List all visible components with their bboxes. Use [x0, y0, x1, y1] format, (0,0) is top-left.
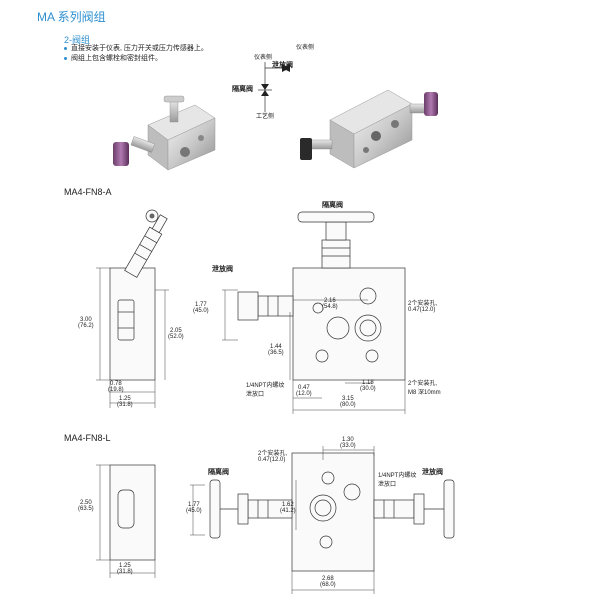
dim-label: 2.16(54.8)	[322, 298, 338, 310]
note-mount-holes: 2个安装孔,0.47(12.0)	[408, 298, 437, 313]
dim-value-mm: (19.8)	[108, 387, 124, 393]
dim-value: 1.44	[270, 344, 282, 350]
dim-label: 2.50(63.5)	[78, 500, 94, 512]
schematic-instrument-side-label: 仪表侧	[296, 45, 315, 51]
drawing-a-front-view	[222, 211, 406, 414]
dim-label: 1.77(45.0)	[186, 502, 202, 514]
dim-value-mm: (12.0)	[296, 391, 312, 397]
drawing-l-side-view	[96, 464, 156, 578]
note-line: 泄放口	[246, 392, 265, 398]
dim-value-mm: (52.0)	[168, 334, 184, 340]
model-label-a: MA4-FN8-A	[64, 187, 112, 197]
dim-value: 1.62	[282, 502, 294, 508]
feature-item: 阀组上包含螺栓和密封组件。	[64, 54, 208, 64]
dim-value-mm: (36.5)	[268, 350, 284, 356]
dim-value-mm: (45.0)	[186, 508, 202, 514]
dim-label: 3.00(76.2)	[78, 317, 94, 329]
note-line: 2个安装孔,	[408, 381, 438, 387]
note-line: 2个安装孔,	[258, 451, 288, 457]
dim-label: 1.44(36.5)	[268, 344, 284, 356]
dim-value-mm: (76.2)	[78, 323, 94, 329]
drawing-l-isolation-valve-label: 隔离阀	[208, 469, 229, 476]
note-line: 2个安装孔,	[408, 301, 438, 307]
dim-value-mm: (31.8)	[117, 402, 133, 408]
dim-label: 1.30(33.0)	[340, 437, 356, 449]
drawing-l-vent-valve-label: 泄放阀	[422, 469, 443, 476]
section-subtitle: 2-阀组	[64, 35, 91, 45]
dim-value-mm: (80.0)	[340, 402, 356, 408]
dim-value: 2.16	[324, 298, 336, 304]
dim-value: 2.50	[80, 500, 92, 506]
dim-value-mm: (68.0)	[320, 582, 336, 588]
dim-value-mm: (33.0)	[340, 443, 356, 449]
dim-label: 0.78(19.8)	[108, 381, 124, 393]
drawing-a-isolation-valve-label: 隔离阀	[322, 202, 343, 209]
dim-value: 1.25	[119, 563, 131, 569]
dim-label: 2.05(52.0)	[168, 328, 184, 340]
dim-label: 1.25(31.8)	[117, 563, 133, 575]
dim-value: 3.00	[80, 317, 92, 323]
feature-item: 直接安装于仪表, 压力开关或压力传感器上。	[64, 44, 208, 54]
model-label-l: MA4-FN8-L	[64, 433, 111, 443]
dim-label: 0.47(12.0)	[296, 385, 312, 397]
schematic-process-side-label: 工艺侧	[256, 114, 275, 120]
drawing-a-side-view	[96, 209, 169, 408]
dim-value: 1.18	[362, 380, 374, 386]
dim-label: 3.15(80.0)	[340, 396, 356, 408]
note-mount-holes-m8: 2个安装孔, M8 深10mm	[408, 378, 441, 396]
note-line: 1/4NPT内螺纹	[378, 473, 417, 479]
dim-value-mm: (41.2)	[280, 508, 296, 514]
schematic-vent-valve-label: 泄放阀	[272, 62, 293, 69]
dim-value-mm: (31.8)	[117, 569, 133, 575]
dim-value: 0.47	[298, 385, 310, 391]
page-title: MA 系列阀组	[37, 10, 106, 24]
dim-value: 1.25	[119, 396, 131, 402]
note-mount-holes: 2个安装孔,0.47(12.0)	[258, 448, 287, 463]
dim-value: 0.78	[110, 381, 122, 387]
dim-value: 1.77	[188, 502, 200, 508]
dim-value: 1.30	[342, 437, 354, 443]
dim-label: 1.62(41.2)	[280, 502, 296, 514]
drawing-l-front-view	[190, 446, 455, 594]
dim-value: 2.68	[322, 576, 334, 582]
dim-value-mm: (63.5)	[78, 506, 94, 512]
note-npt: 1/4NPT内螺纹泄放口	[378, 470, 416, 488]
dim-value-mm: (30.0)	[360, 386, 376, 392]
dim-value: 2.05	[170, 328, 182, 334]
product-photo-left	[113, 95, 216, 171]
note-line: 泄放口	[378, 482, 397, 488]
dim-label: 1.77(45.0)	[193, 302, 209, 314]
dim-value: 1.77	[195, 302, 207, 308]
feature-list: 直接安装于仪表, 压力开关或压力传感器上。 阀组上包含螺栓和密封组件。	[64, 44, 208, 64]
product-photo-right	[300, 89, 438, 169]
valve-schematic	[258, 62, 290, 112]
dim-label: 1.18(30.0)	[360, 380, 376, 392]
dim-label: 1.25(31.8)	[117, 396, 133, 408]
note-npt: 1/4NPT内螺纹泄放口	[246, 380, 284, 398]
note-line: 0.47(12.0)	[258, 457, 286, 463]
note-line: 0.47(12.0)	[408, 307, 436, 313]
dim-value-mm: (54.8)	[322, 304, 338, 310]
dim-value: 3.15	[342, 396, 354, 402]
schematic-isolation-valve-label: 隔离阀	[232, 86, 253, 93]
dim-value-mm: (45.0)	[193, 308, 209, 314]
drawing-a-vent-valve-label: 泄放阀	[212, 266, 233, 273]
schematic-instrument-side-label-2: 仪表侧	[254, 55, 273, 61]
note-line: 1/4NPT内螺纹	[246, 383, 285, 389]
note-line: M8 深10mm	[408, 390, 441, 396]
dim-label: 2.68(68.0)	[320, 576, 336, 588]
